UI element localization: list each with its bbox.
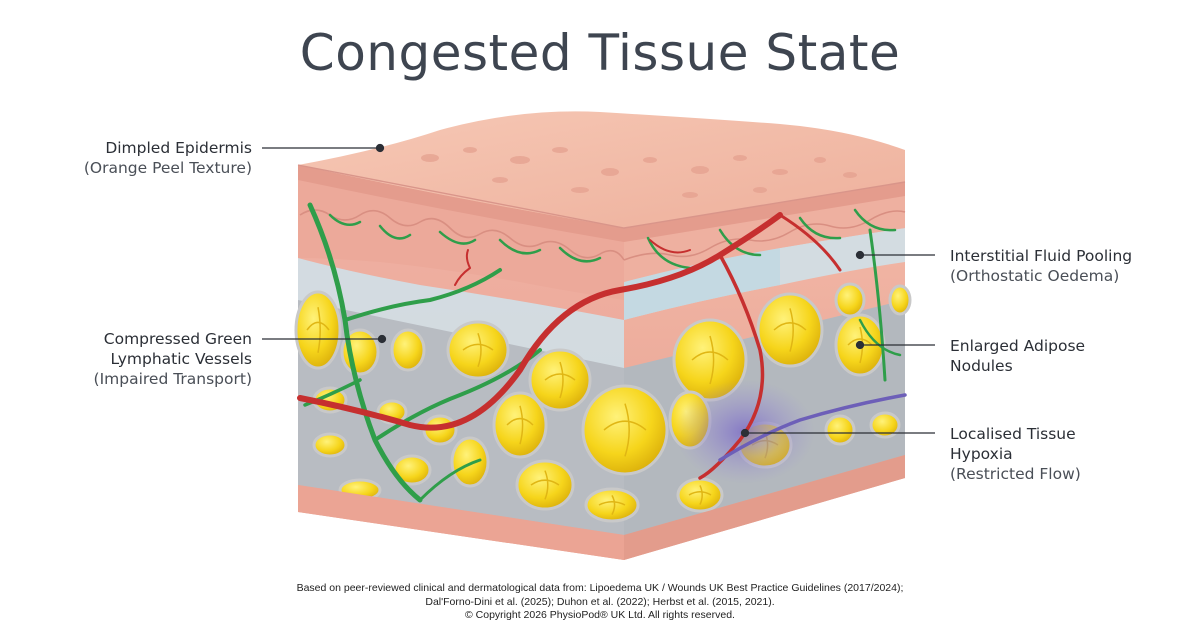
- label-fluid-name: Interstitial Fluid Pooling: [950, 247, 1133, 265]
- venous-vessels: [718, 393, 907, 462]
- adipose-nodule: [528, 348, 592, 412]
- adipose-lobule-line: [544, 361, 576, 399]
- leader-lines: [262, 143, 935, 438]
- skin-dimple: [814, 157, 826, 163]
- skin-dimple: [682, 192, 698, 198]
- label-lymphatic-name-1: Compressed Green: [103, 330, 252, 348]
- footer-line-3: © Copyright 2026 PhysioPod® UK Ltd. All …: [465, 609, 735, 621]
- lymphatic-vessels: [303, 202, 902, 503]
- label-lymphatic: Compressed Green Lymphatic Vessels (Impa…: [94, 329, 252, 389]
- skin-dimple: [643, 157, 657, 163]
- skin-dimple: [552, 147, 568, 153]
- adipose-nodule: [824, 414, 856, 446]
- skin-dimple: [510, 156, 530, 164]
- adipose-nodule: [446, 320, 510, 380]
- adipose-lobule-line: [691, 335, 729, 385]
- adipose-nodule: [294, 290, 342, 370]
- skin-dimple: [733, 155, 747, 161]
- adipose-nodule: [312, 432, 348, 458]
- label-epidermis-name: Dimpled Epidermis: [105, 139, 252, 157]
- adipose-nodule: [581, 384, 669, 476]
- adipose-nodule: [756, 292, 824, 368]
- adipose-lobule-line: [773, 308, 807, 352]
- adipose-nodule: [515, 459, 575, 511]
- adipose-nodule: [450, 436, 490, 488]
- skin-dimple: [772, 169, 788, 175]
- label-fluid: Interstitial Fluid Pooling (Orthostatic …: [950, 246, 1132, 286]
- interstitial-fluid-layer: [298, 228, 905, 372]
- label-hypoxia-detail: (Restricted Flow): [950, 465, 1081, 483]
- dermis-layer: [298, 165, 906, 300]
- footer-line-2: Dal'Forno-Dini et al. (2025); Duhon et a…: [425, 595, 775, 608]
- skin-dimple: [492, 177, 508, 183]
- adipose-lobule-line: [598, 495, 626, 515]
- skin-dimple: [421, 154, 439, 162]
- label-fluid-detail: (Orthostatic Oedema): [950, 267, 1120, 285]
- label-adipose: Enlarged Adipose Nodules: [950, 336, 1085, 376]
- citation-footer: Based on peer-reviewed clinical and derm…: [0, 582, 1200, 623]
- adipose-lobule-line: [688, 485, 712, 505]
- label-hypoxia-name-2: Hypoxia: [950, 445, 1013, 463]
- label-hypoxia-name-1: Localised Tissue: [950, 425, 1076, 443]
- label-epidermis: Dimpled Epidermis (Orange Peel Texture): [84, 138, 252, 178]
- skin-dimple: [691, 166, 709, 174]
- label-adipose-name-1: Enlarged Adipose: [950, 337, 1086, 355]
- adipose-lobule-line: [506, 405, 534, 445]
- adipose-nodule: [834, 282, 866, 318]
- adipose-nodules: [294, 282, 912, 523]
- skin-dimple: [843, 172, 857, 178]
- adipose-nodule: [584, 487, 640, 523]
- adipose-lobule-line: [306, 307, 330, 353]
- adipose-lobule-line: [462, 332, 494, 368]
- diagram-title: Congested Tissue State: [299, 24, 901, 82]
- label-adipose-name-2: Nodules: [950, 357, 1013, 375]
- epidermis-dimples: [421, 147, 857, 198]
- lower-skin-layer: [298, 455, 905, 560]
- skin-dimple: [601, 168, 619, 176]
- skin-dimple: [753, 187, 767, 193]
- skin-dimple: [571, 187, 589, 193]
- adipose-nodule: [390, 328, 426, 372]
- adipose-nodule: [888, 284, 912, 316]
- label-hypoxia: Localised Tissue Hypoxia (Restricted Flo…: [950, 424, 1081, 484]
- adipose-nodule: [869, 411, 901, 439]
- epidermis-top-surface: [297, 111, 906, 229]
- label-epidermis-detail: (Orange Peel Texture): [83, 159, 252, 177]
- adipose-nodule: [676, 477, 724, 513]
- footer-line-1: Based on peer-reviewed clinical and derm…: [296, 582, 904, 594]
- adipose-lobule-line: [530, 470, 560, 500]
- label-lymphatic-name-2: Lymphatic Vessels: [110, 350, 252, 368]
- adipose-nodule: [492, 391, 548, 459]
- label-lymphatic-detail: (Impaired Transport): [93, 370, 252, 388]
- skin-dimple: [463, 147, 477, 153]
- adipose-lobule-line: [603, 403, 647, 457]
